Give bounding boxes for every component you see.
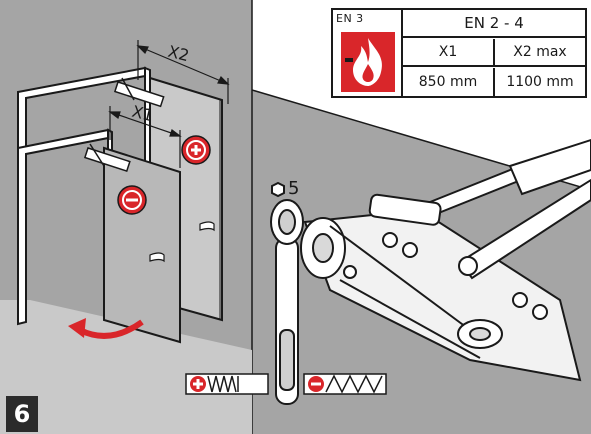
closer-arm-main	[458, 178, 591, 280]
spec-header: EN 2 - 4	[464, 14, 524, 32]
spring-extended-icon	[303, 373, 387, 395]
spec-header-row: EN 2 - 4	[403, 10, 585, 38]
closer-arm-small	[83, 143, 131, 173]
spec-table: EN 3 EN 2 - 4 X1 X2 max 850 mm 1100 mm	[331, 8, 587, 98]
door-leaf-small	[103, 146, 181, 344]
hex-wrench-tool	[270, 199, 304, 405]
door-handle-small	[149, 252, 165, 263]
door-closer-body	[300, 208, 582, 382]
fire-class-label: EN 3	[336, 12, 364, 25]
fire-class-cell: EN 3	[333, 10, 403, 96]
dimension-x1-line	[108, 106, 182, 168]
spec-values-row: 850 mm 1100 mm	[403, 68, 585, 96]
floor	[0, 300, 252, 434]
minus-circle-icon	[117, 185, 147, 215]
plus-circle-icon	[181, 135, 211, 165]
hex-key-icon	[271, 181, 285, 198]
curved-arrow-icon	[68, 318, 144, 339]
dimension-x2-line	[136, 40, 230, 104]
spec-column-x2max: X2 max	[513, 44, 567, 60]
closer-arm-large	[113, 77, 165, 108]
spec-column-x1: X1	[403, 39, 495, 65]
spec-value-x2max: 1100 mm	[506, 74, 574, 90]
door-handle-large	[199, 221, 215, 232]
spec-columns-row: X1 X2 max	[403, 39, 585, 67]
hex-size-label: 5	[288, 178, 300, 199]
step-number-badge: 6	[6, 396, 38, 432]
spring-compressed-icon	[185, 373, 269, 395]
spec-value-x1: 850 mm	[403, 68, 495, 96]
flame-icon	[341, 32, 395, 92]
screwdriver-tool	[368, 138, 591, 226]
